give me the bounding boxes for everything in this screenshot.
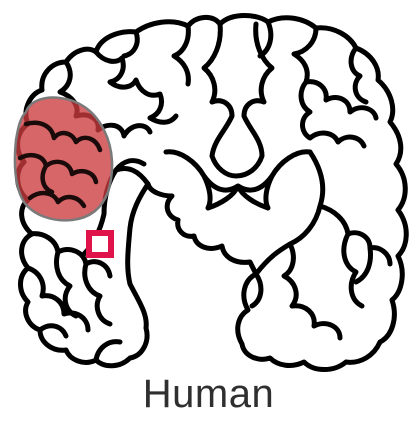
square-marker-icon — [89, 233, 111, 255]
species-caption: Human — [0, 372, 417, 417]
